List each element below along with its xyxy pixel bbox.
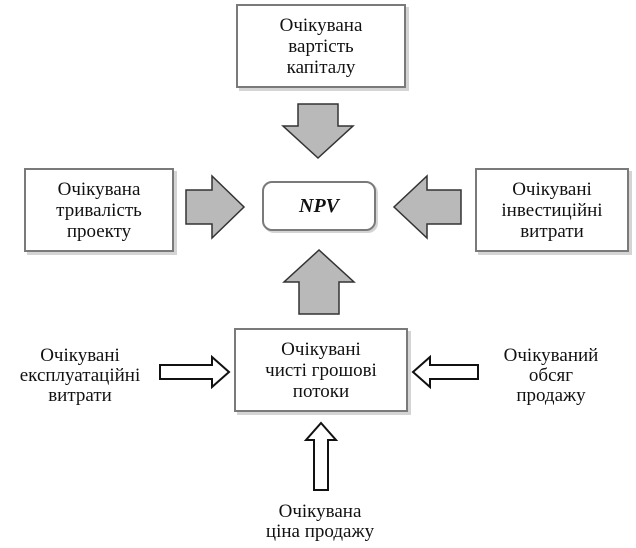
box-expected-net-cash-flows: Очікувані чисті грошові потоки xyxy=(234,328,408,412)
box-expected-net-cash-flows-label: Очікувані чисті грошові потоки xyxy=(265,338,377,402)
box-expected-capital-cost-label: Очікувана вартість капіталу xyxy=(279,14,363,78)
label-expected-sales-volume-text: Очікуваний обсяг продажу xyxy=(503,345,599,406)
arrow-volume-to-cashflow xyxy=(411,354,479,390)
arrow-investment-to-npv xyxy=(392,174,462,240)
label-expected-sales-price-text: Очікувана ціна продажу xyxy=(265,501,375,542)
arrow-capital-to-npv xyxy=(281,103,355,160)
label-expected-operating-costs-text: Очікувані експлуатаційні витрати xyxy=(19,345,141,406)
arrow-duration-to-npv xyxy=(185,174,246,240)
arrow-cashflow-to-npv xyxy=(282,248,356,315)
box-npv: NPV xyxy=(262,181,376,231)
box-expected-project-duration-label: Очікувана тривалість проекту xyxy=(56,178,142,242)
box-expected-capital-cost: Очікувана вартість капіталу xyxy=(236,4,406,88)
arrow-opex-to-cashflow xyxy=(159,354,231,390)
box-npv-label: NPV xyxy=(299,194,339,217)
label-expected-operating-costs: Очікувані експлуатаційні витрати xyxy=(0,346,160,406)
box-expected-investment-costs-label: Очікувані інвестиційні витрати xyxy=(501,178,603,242)
label-expected-sales-volume: Очікуваний обсяг продажу xyxy=(470,346,632,406)
box-expected-investment-costs: Очікувані інвестиційні витрати xyxy=(475,168,629,252)
label-expected-sales-price: Очікувана ціна продажу xyxy=(230,502,410,542)
arrow-price-to-cashflow xyxy=(303,421,339,491)
box-expected-project-duration: Очікувана тривалість проекту xyxy=(24,168,174,252)
